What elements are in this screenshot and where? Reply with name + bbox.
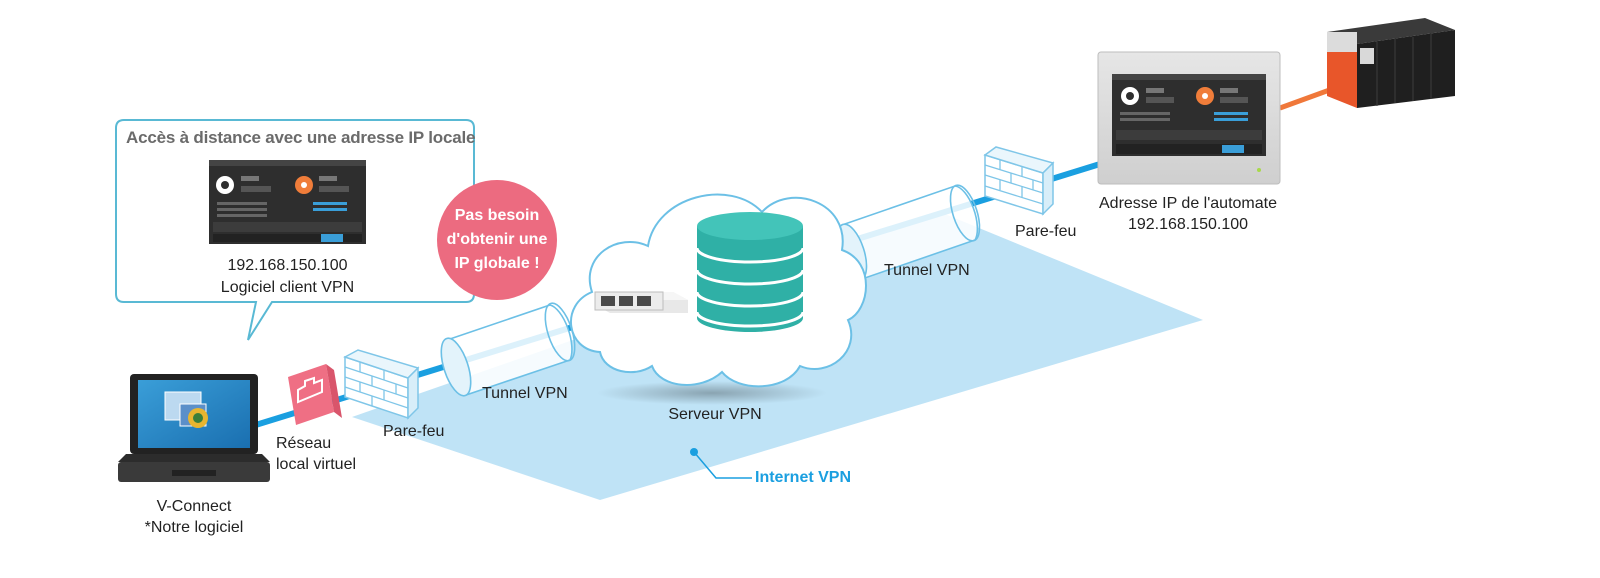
tunnel-right-label: Tunnel VPN bbox=[884, 262, 970, 279]
vlan-label-line2: local virtuel bbox=[276, 456, 357, 473]
hmi-screen-thumbnail bbox=[209, 160, 366, 244]
network-switch-icon bbox=[594, 291, 688, 313]
v-connect-app-icon bbox=[164, 391, 208, 428]
firewall-right-label: Pare-feu bbox=[1015, 223, 1077, 240]
vconnect-note: *Notre logiciel bbox=[144, 519, 244, 536]
hmi-panel-icon bbox=[1097, 51, 1281, 185]
vpn-server-label: Serveur VPN bbox=[668, 406, 762, 423]
badge-line-2: d'obtenir une bbox=[446, 231, 548, 248]
callout-ip: 192.168.150.100 bbox=[227, 257, 348, 274]
internet-vpn-pointer bbox=[690, 448, 752, 479]
plc-ip-title: Adresse IP de l'automate bbox=[1099, 195, 1277, 212]
callout-client-label: Logiciel client VPN bbox=[220, 279, 355, 296]
firewall-left-label: Pare-feu bbox=[383, 423, 445, 440]
vlan-label-line1: Réseau bbox=[276, 435, 332, 452]
plc-ip-value: 192.168.150.100 bbox=[1127, 216, 1249, 233]
database-icon bbox=[695, 212, 805, 332]
badge-line-3: IP globale ! bbox=[454, 255, 540, 272]
firewall-icon-left bbox=[343, 349, 420, 420]
plc-link-line bbox=[1279, 85, 1336, 111]
plc-icon bbox=[1327, 18, 1455, 108]
internet-vpn-label: Internet VPN bbox=[755, 469, 852, 486]
callout-title: Accès à distance avec une adresse IP loc… bbox=[126, 128, 476, 147]
laptop-icon bbox=[118, 374, 270, 482]
cloud-shadow bbox=[597, 381, 827, 405]
vconnect-label: V-Connect bbox=[156, 498, 232, 515]
firewall-icon-right bbox=[983, 146, 1055, 216]
tunnel-left-label: Tunnel VPN bbox=[482, 385, 568, 402]
vpn-tunnel-left bbox=[440, 302, 576, 397]
badge-line-1: Pas besoin bbox=[454, 207, 540, 224]
global-ip-badge: Pas besoin d'obtenir une IP globale ! bbox=[437, 180, 557, 300]
network-port-icon bbox=[288, 364, 342, 425]
